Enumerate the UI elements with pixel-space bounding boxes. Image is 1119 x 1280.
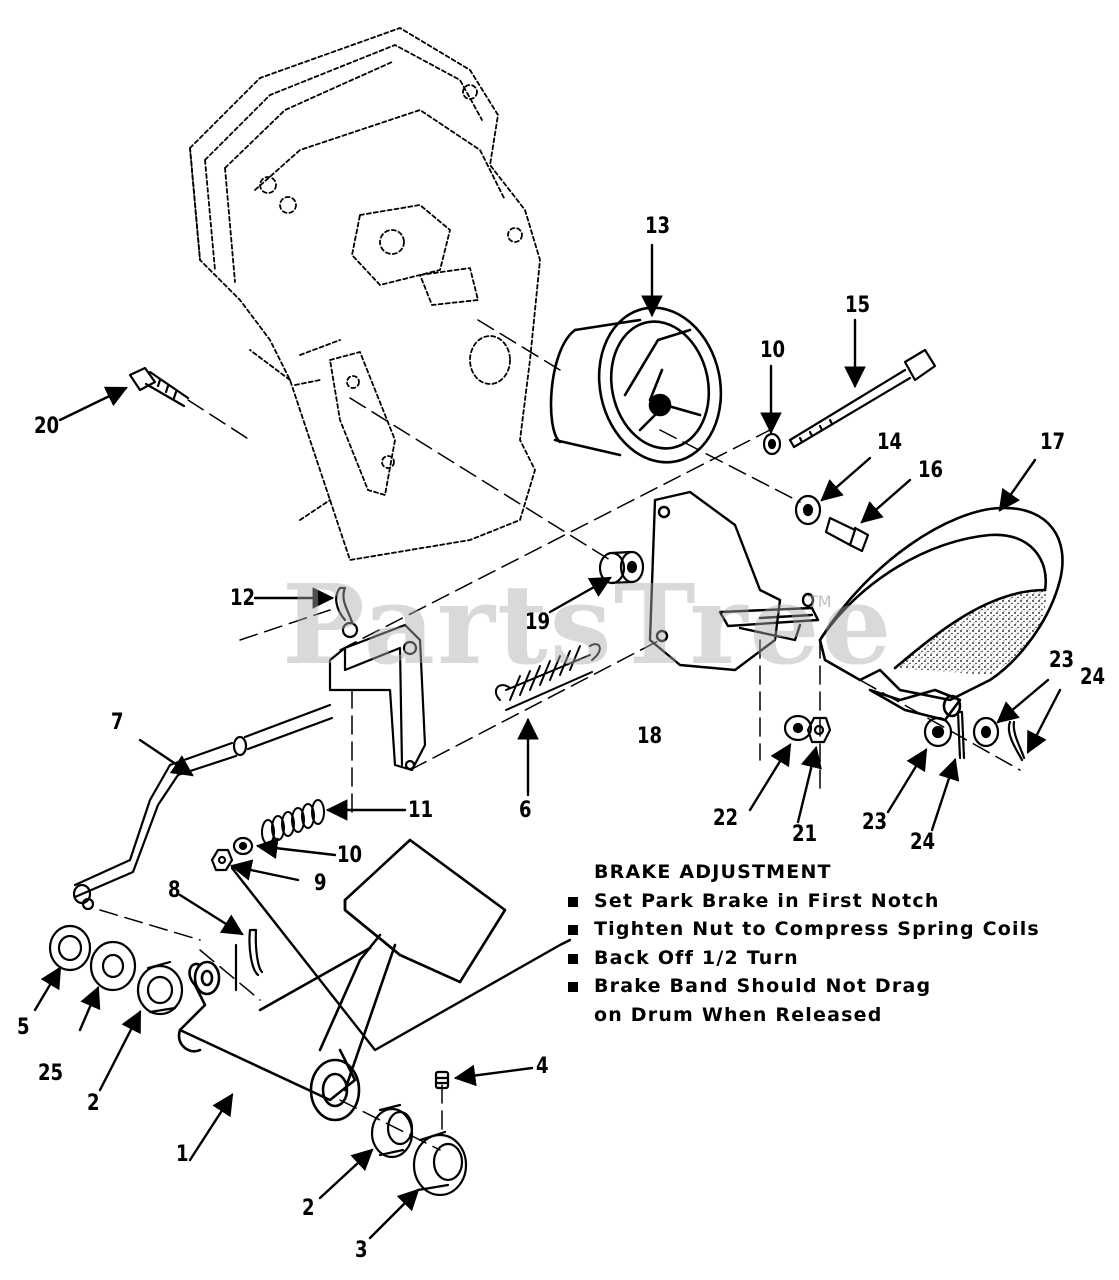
callout-23-left: 23 bbox=[862, 810, 888, 835]
bullet-icon bbox=[566, 915, 594, 944]
callout-15: 15 bbox=[845, 293, 871, 318]
bracket-18 bbox=[648, 490, 820, 672]
washer-25 bbox=[89, 940, 137, 992]
callout-1: 1 bbox=[176, 1142, 189, 1167]
spacer-19 bbox=[598, 550, 645, 585]
nut-21 bbox=[806, 716, 832, 744]
callout-13: 13 bbox=[645, 214, 671, 239]
callout-24-right: 24 bbox=[1080, 665, 1106, 690]
callout-6: 6 bbox=[519, 798, 532, 823]
bullet-icon bbox=[566, 887, 594, 916]
bullet-icon bbox=[566, 944, 594, 973]
callout-2-right: 2 bbox=[302, 1196, 315, 1221]
note-item: Set Park Brake in First Notch bbox=[566, 887, 1040, 916]
callout-14: 14 bbox=[877, 430, 903, 455]
bushing-2b bbox=[370, 1103, 414, 1159]
note-item: Tighten Nut to Compress Spring Coils bbox=[566, 915, 1040, 944]
callout-3: 3 bbox=[355, 1238, 368, 1263]
callout-17: 17 bbox=[1040, 430, 1066, 455]
bolt-15 bbox=[788, 348, 937, 449]
collar-3 bbox=[412, 1130, 468, 1197]
brake-adjustment-notes: BRAKE ADJUSTMENT Set Park Brake in First… bbox=[566, 858, 1040, 1029]
note-item: Back Off 1/2 Turn bbox=[566, 944, 1040, 973]
callout-10-lower: 10 bbox=[337, 843, 363, 868]
callout-24-left: 24 bbox=[910, 830, 936, 855]
brake-band-17 bbox=[818, 506, 1064, 722]
brake-drum-13 bbox=[549, 306, 723, 464]
clevis-pin-8 bbox=[234, 928, 264, 992]
callout-2-left: 2 bbox=[87, 1091, 100, 1116]
note-continuation: on Drum When Released bbox=[594, 1003, 883, 1026]
callout-23-right: 23 bbox=[1049, 648, 1075, 673]
callout-7: 7 bbox=[111, 710, 124, 735]
spring-11 bbox=[261, 799, 325, 845]
callout-9: 9 bbox=[314, 871, 327, 896]
callout-16: 16 bbox=[918, 458, 944, 483]
notes-heading: BRAKE ADJUSTMENT bbox=[594, 861, 832, 883]
callout-12: 12 bbox=[230, 586, 256, 611]
callout-22: 22 bbox=[713, 806, 739, 831]
callout-18: 18 bbox=[637, 724, 663, 749]
callout-21: 21 bbox=[792, 822, 818, 847]
callout-10-upper: 10 bbox=[760, 338, 786, 363]
washer-22 bbox=[783, 714, 813, 742]
bushing-5 bbox=[48, 924, 92, 972]
callout-20: 20 bbox=[34, 414, 60, 439]
callout-8: 8 bbox=[168, 878, 181, 903]
partstree-watermark: PartsTree bbox=[282, 560, 894, 689]
note-leader bbox=[230, 866, 572, 1052]
pin-24a bbox=[956, 710, 966, 760]
callout-arrows bbox=[33, 243, 1062, 1240]
washer-14 bbox=[794, 494, 822, 526]
note-item: Brake Band Should Not Drag bbox=[566, 972, 1040, 1001]
callout-5: 5 bbox=[17, 1015, 30, 1040]
trademark-symbol: TM bbox=[808, 592, 832, 611]
hair-pin-12 bbox=[335, 586, 354, 624]
pin-24b bbox=[1007, 720, 1026, 762]
washer-23b bbox=[972, 716, 1000, 748]
bolt-20 bbox=[128, 366, 190, 408]
bushing-2a bbox=[136, 960, 184, 1016]
callout-4: 4 bbox=[536, 1054, 549, 1079]
callout-19: 19 bbox=[525, 610, 551, 635]
washer-23a bbox=[923, 716, 953, 748]
washer-10-lower bbox=[232, 836, 254, 856]
spring-6 bbox=[494, 643, 601, 711]
callout-11: 11 bbox=[408, 798, 434, 823]
brake-pedal-1 bbox=[177, 838, 507, 1122]
set-screw-4 bbox=[434, 1070, 450, 1090]
brake-lever-bracket bbox=[328, 621, 427, 772]
callout-25: 25 bbox=[38, 1061, 64, 1086]
bullet-icon bbox=[566, 972, 594, 1001]
nut-9 bbox=[210, 848, 234, 872]
transmission-housing bbox=[189, 27, 541, 561]
bolt-16 bbox=[824, 516, 870, 553]
